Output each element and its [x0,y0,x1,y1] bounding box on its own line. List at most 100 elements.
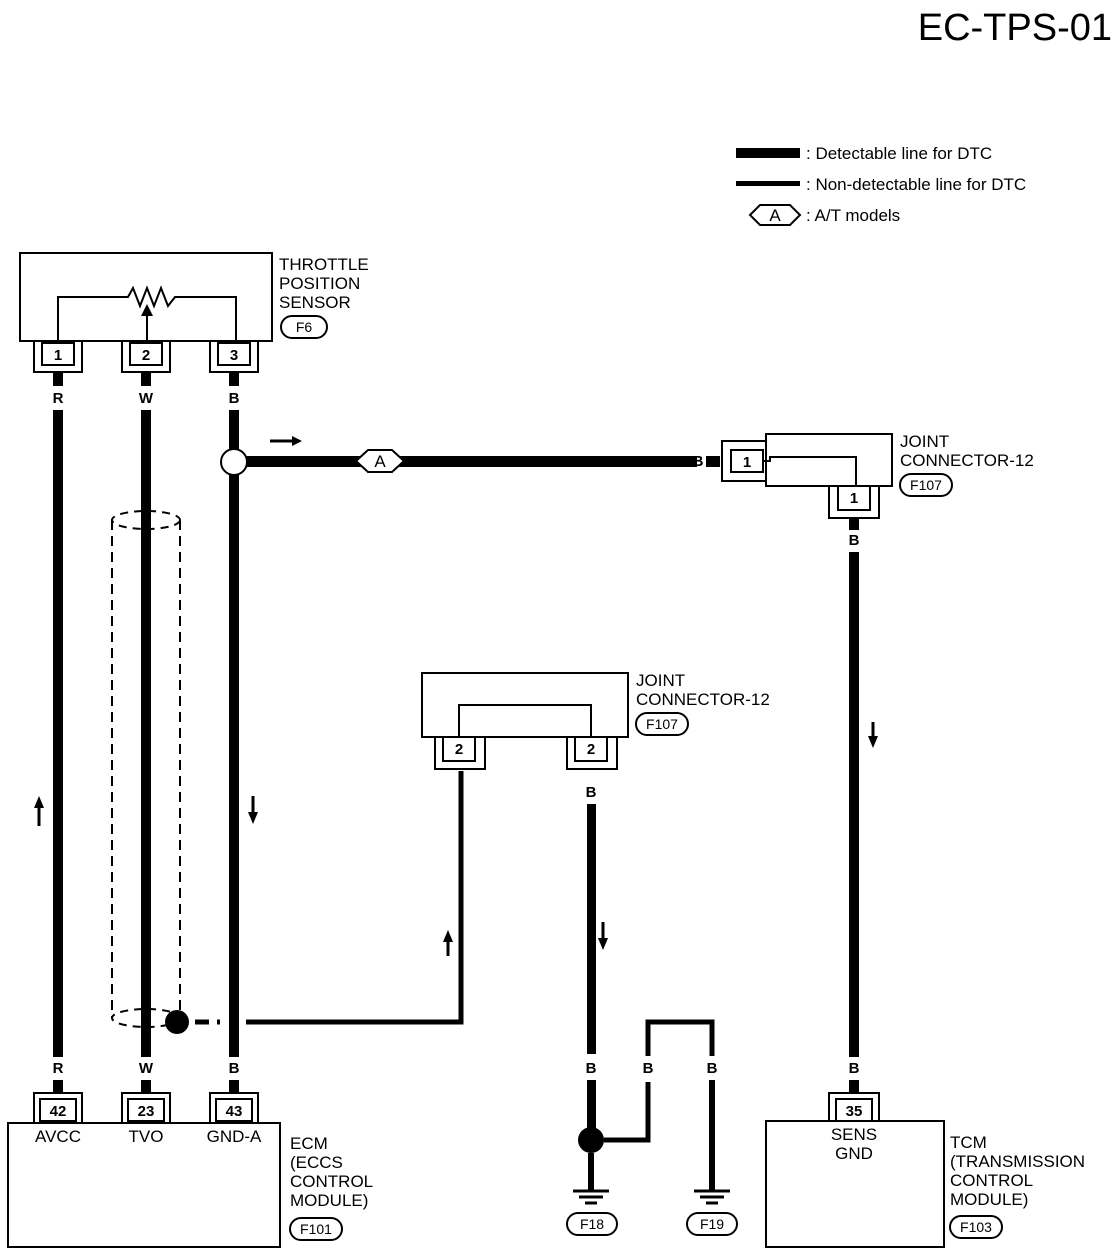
ecm-connector-label: F101 [300,1221,332,1237]
tps-name-line-1: THROTTLE [279,255,369,274]
wire-w-bottom-label: W [139,1060,154,1077]
wire-b-bottom-label: B [229,1060,240,1077]
ecm-connector-badge [289,1217,343,1241]
flow-arrow-drain-up-icon [443,930,453,942]
wire-b [229,475,239,1057]
flow-arrow-b-down-icon [248,812,258,824]
joint-mid-pin-left-number: 2 [455,741,463,758]
ecm-name-line-3: CONTROL [290,1172,373,1191]
route-at-badge [354,449,406,473]
legend-at-badge-letter: A [769,206,781,225]
wire-tcm [849,552,859,1057]
ecm-pin-23 [127,1098,165,1122]
joint-top-connector-badge [899,473,953,497]
ecm-name-line-4: MODULE) [290,1191,368,1210]
tcm-name-line-2: (TRANSMISSION [950,1152,1085,1171]
flow-arrow-r-up-icon [34,796,44,808]
joint-top-connector-label: F107 [910,477,942,493]
tcm: 35 SENS GND TCM (TRANSMISSION CONTROL MO… [765,1092,1085,1248]
tcm-box [765,1120,945,1248]
joint-mid-connector-label: F107 [646,716,678,732]
wire-ground-link [604,1082,651,1143]
legend-detectable-label: : Detectable line for DTC [806,144,992,163]
joint-top-side-pin-number: 1 [743,454,751,471]
ground-f18-label: F18 [580,1216,604,1232]
flow-arrow-right-icon [292,436,302,446]
tps-pin-1-number: 1 [54,347,62,364]
splice-open [220,448,248,476]
tps-connector-label: F6 [296,319,313,335]
ecm-pin-23-number: 23 [138,1103,155,1120]
legend-at-badge [748,204,802,226]
legend-at-models-label: : A/T models [806,206,900,225]
wire-b-top-label: B [229,390,240,407]
flow-arrow-tcm-down-icon [868,736,878,748]
joint-top-bottom-wire-label: B [849,532,860,549]
wire-r-top-label: R [53,390,64,407]
tps-pin-3: 3 [209,341,259,373]
ground-symbol-f18 [573,1189,609,1205]
tcm-name-line-1: TCM [950,1133,987,1152]
ecm-pin-42-number: 42 [50,1103,67,1120]
legend: : Detectable line for DTC : Non-detectab… [736,144,1026,226]
joint-mid-connector-badge [635,712,689,736]
tps-connector-badge [280,315,328,339]
joint-top-side-wire-label: B [693,453,704,470]
ecm-name-line-2: (ECCS [290,1153,343,1172]
ground-f19-badge [686,1212,738,1236]
wire-ground-to-splice [587,1080,596,1128]
ecm-pin-42 [39,1098,77,1122]
wire-w [141,410,151,1057]
wire-r-stub-bottom [53,1080,63,1093]
page-title: EC-TPS-01 [918,7,1112,49]
ecm-terminal-avcc: AVCC [35,1127,81,1146]
tcm-wire-label: B [849,1060,860,1077]
legend-thick-line [736,148,800,158]
ground-wire-label-1: B [586,1060,597,1077]
joint-mid-internal [458,704,592,737]
joint-connector-top: 1 1 JOINT CONNECTOR-12 F107 [721,432,1034,519]
tcm-terminal-line-2: GND [835,1144,873,1163]
wire-r [53,410,63,1057]
ecm-box [7,1122,281,1248]
wire-w-top-label: W [139,390,154,407]
wire-b-stub-top [229,372,239,386]
joint-mid-name-line-2: CONNECTOR-12 [636,690,770,709]
joint-top-box [765,433,893,487]
wire-tcm-stub-top [849,518,859,530]
tps-resistor [57,285,237,341]
joint-connector-mid: 2 2 JOINT CONNECTOR-12 F107 [421,671,770,770]
flow-arrow-ground-down-icon [598,938,608,950]
joint-mid-pin-right [574,736,608,762]
wire-ground-bridge [645,1019,715,1056]
wire-b-stub-bottom [229,1080,239,1093]
ground-splice-dot [578,1127,604,1153]
tcm-connector-badge [949,1215,1003,1239]
tcm-name-line-3: CONTROL [950,1171,1033,1190]
wire-ground-f19 [709,1080,715,1190]
tps-name-line-3: SENSOR [279,293,351,312]
tps-pin-1: 1 [33,341,83,373]
throttle-position-sensor: THROTTLE POSITION SENSOR F6 1 2 3 [19,252,369,373]
legend-thin-line [736,181,800,186]
tcm-terminal-line-1: SENS [831,1125,877,1144]
joint-top-name-line-2: CONNECTOR-12 [900,451,1034,470]
wire-ground-main [587,804,596,1054]
ecm: 42 23 43 AVCC TVO GND-A ECM (ECCS CONTRO… [7,1092,373,1248]
joint-mid-name-line-1: JOINT [636,671,685,690]
joint-mid-pin-left [442,736,476,762]
wire-w-stub-top [141,372,151,386]
wire-r-bottom-label: R [53,1060,64,1077]
ground-symbol-f19 [694,1189,730,1205]
ground-f19-label: F19 [700,1216,724,1232]
tps-pin-3-number: 3 [230,347,238,364]
tcm-connector-label: F103 [960,1219,992,1235]
shield [111,510,220,1034]
wire-w-stub-bottom [141,1080,151,1093]
wire-ground-f18 [588,1153,594,1190]
joint-top-internal [763,456,857,486]
joint-mid-pin-right-number: 2 [587,741,595,758]
wire-b-upper [229,410,239,450]
wire-r-stub-top [53,372,63,386]
